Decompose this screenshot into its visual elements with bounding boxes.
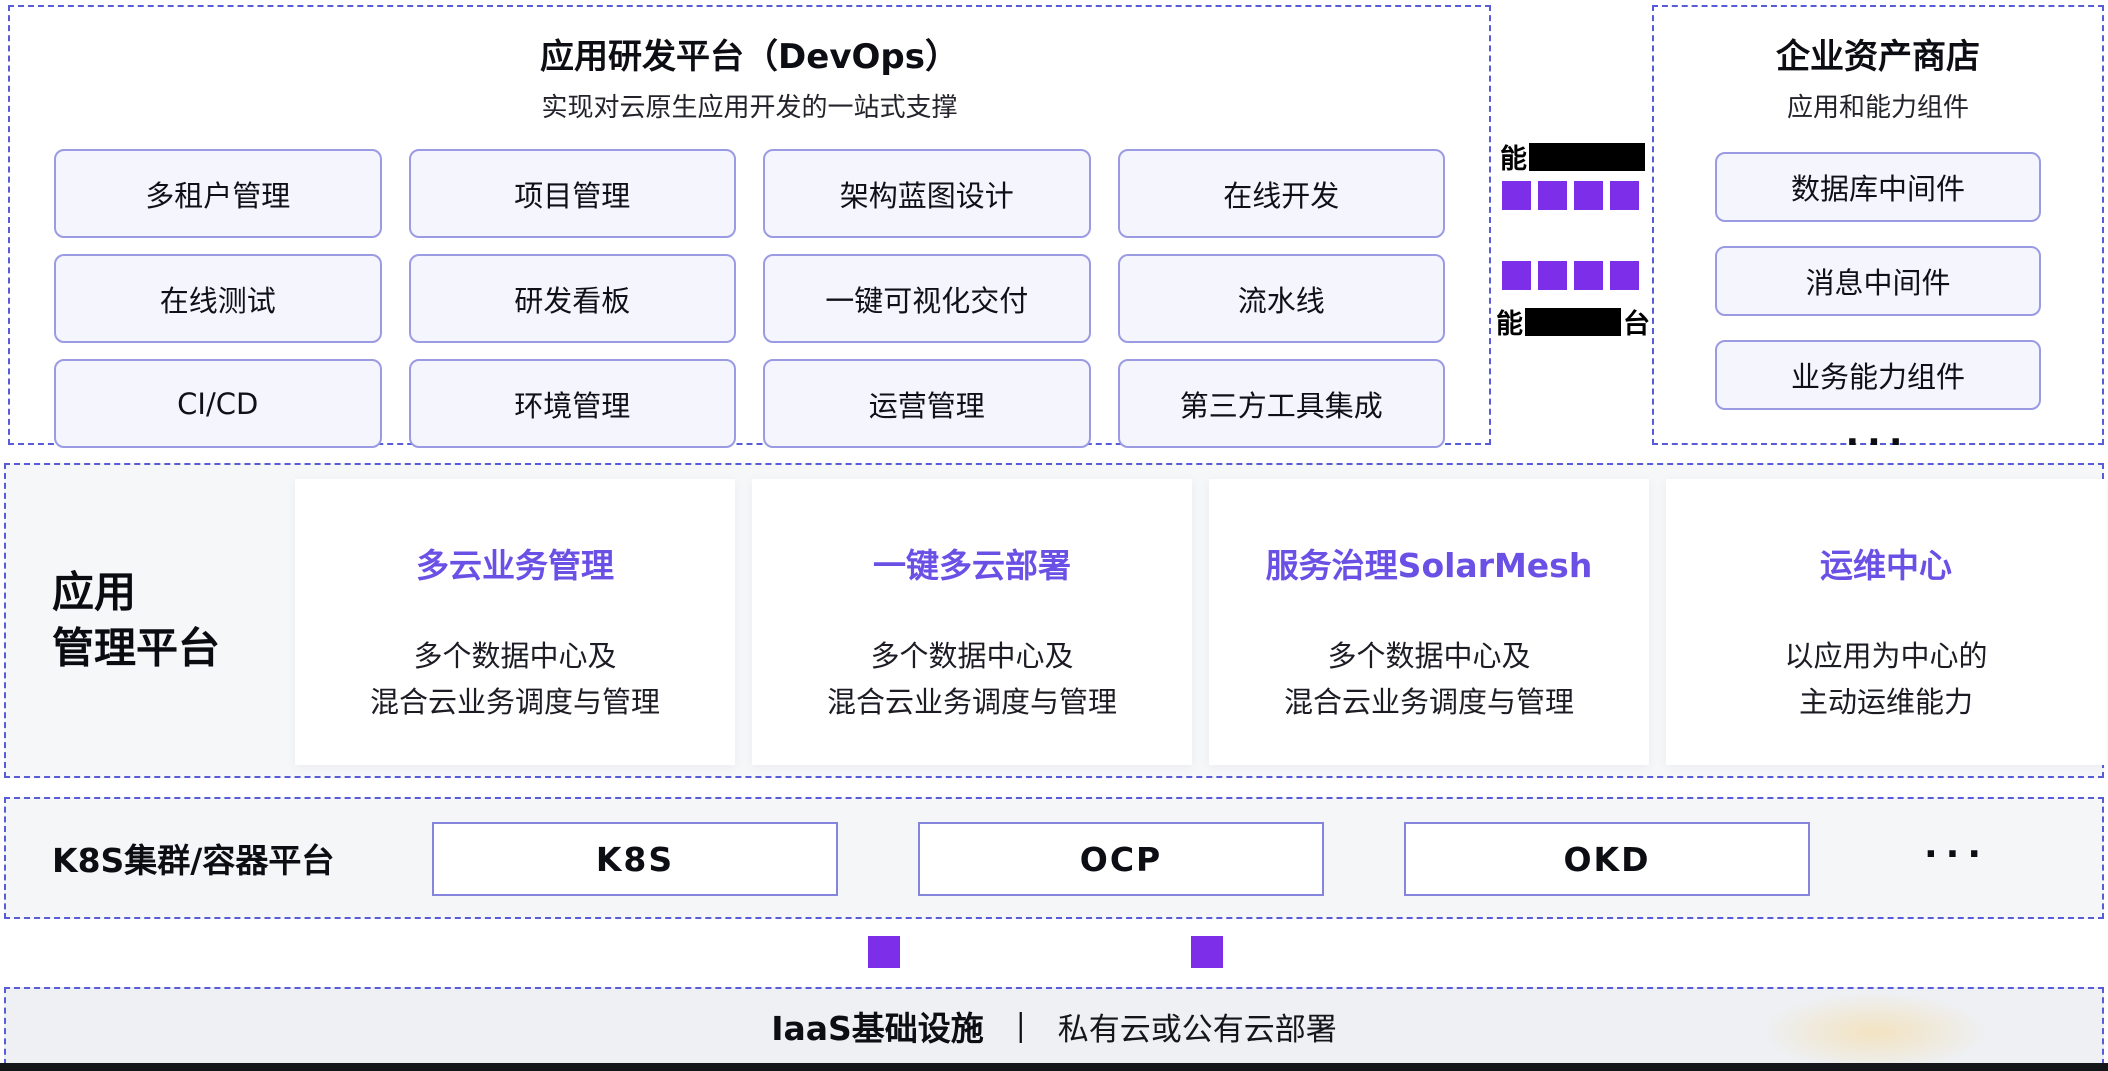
devops-module-grid: 多租户管理 项目管理 架构蓝图设计 在线开发 在线测试 研发看板 一键可视化交付… bbox=[10, 149, 1489, 448]
asset-store-title: 企业资产商店 bbox=[1776, 37, 1980, 77]
asset-store-items: 数据库中间件 消息中间件 业务能力组件 bbox=[1654, 152, 2102, 410]
card-title: 一键多云部署 bbox=[873, 546, 1071, 585]
asset-item: 数据库中间件 bbox=[1715, 152, 2041, 222]
app-management-card: 一键多云部署 多个数据中心及 混合云业务调度与管理 bbox=[752, 479, 1192, 765]
app-management-box: 应用 管理平台 多云业务管理 多个数据中心及 混合云业务调度与管理 一键多云部署… bbox=[4, 463, 2106, 778]
arrow-square-icon bbox=[1574, 181, 1603, 210]
card-description: 多个数据中心及 混合云业务调度与管理 bbox=[1209, 633, 1649, 726]
app-management-card: 服务治理SolarMesh 多个数据中心及 混合云业务调度与管理 bbox=[1209, 479, 1649, 765]
app-management-label-line2: 管理平台 bbox=[52, 623, 221, 673]
card-title: 运维中心 bbox=[1820, 546, 1952, 585]
bottom-edge-bar bbox=[0, 1063, 2108, 1071]
container-platform-box: K8S集群/容器平台 K8S OCP OKD ··· bbox=[4, 797, 2104, 919]
capability-flow-arrow-left bbox=[1502, 261, 1639, 290]
iaas-divider: ｜ bbox=[1005, 1012, 1036, 1047]
devops-module: 流水线 bbox=[1117, 254, 1445, 343]
iaas-title: IaaS基础设施 bbox=[771, 1009, 984, 1048]
container-platform-more-ellipsis: ··· bbox=[1924, 834, 1990, 876]
card-description-line: 混合云业务调度与管理 bbox=[826, 685, 1117, 720]
arrow-square-icon bbox=[1538, 181, 1567, 210]
app-management-card: 多云业务管理 多个数据中心及 混合云业务调度与管理 bbox=[295, 479, 735, 765]
redacted-text-bar bbox=[1525, 307, 1621, 336]
devops-module: 一键可视化交付 bbox=[763, 254, 1091, 343]
capability-flow: 能 能 台 bbox=[1494, 5, 1652, 445]
container-platform-label: K8S集群/容器平台 bbox=[52, 841, 335, 880]
card-description-line: 多个数据中心及 bbox=[1327, 639, 1531, 673]
asset-store-box: 企业资产商店 应用和能力组件 数据库中间件 消息中间件 业务能力组件 ··· bbox=[1652, 5, 2104, 463]
devops-module: 在线开发 bbox=[1117, 149, 1445, 238]
capability-flow-top-label: 能 bbox=[1500, 137, 1647, 176]
devops-module: CI/CD bbox=[54, 359, 382, 448]
card-description-line: 多个数据中心及 bbox=[413, 639, 617, 673]
capability-flow-top-text: 能 bbox=[1500, 144, 1527, 175]
devops-module: 多租户管理 bbox=[54, 149, 382, 238]
card-title: 服务治理SolarMesh bbox=[1265, 546, 1593, 585]
devops-module: 运营管理 bbox=[763, 359, 1091, 448]
devops-platform-box: 应用研发平台（DevOps） 实现对云原生应用开发的一站式支撑 多租户管理 项目… bbox=[8, 5, 1491, 448]
connector-square-icon bbox=[1191, 936, 1223, 968]
connector-square-icon bbox=[868, 936, 900, 968]
devops-platform-subtitle: 实现对云原生应用开发的一站式支撑 bbox=[541, 93, 958, 123]
asset-store-more-ellipsis: ··· bbox=[1845, 422, 1911, 463]
devops-module: 项目管理 bbox=[408, 149, 736, 238]
card-description-line: 主动运维能力 bbox=[1798, 685, 1973, 720]
card-title: 多云业务管理 bbox=[416, 546, 614, 585]
card-description-line: 以应用为中心的 bbox=[1784, 639, 1988, 673]
card-description-line: 混合云业务调度与管理 bbox=[1283, 685, 1574, 720]
iaas-box: IaaS基础设施 ｜ 私有云或公有云部署 bbox=[4, 987, 2104, 1065]
asset-item: 消息中间件 bbox=[1715, 246, 2041, 316]
app-management-label: 应用 管理平台 bbox=[52, 564, 220, 677]
arrow-square-icon bbox=[1610, 261, 1639, 290]
arrow-square-icon bbox=[1502, 181, 1531, 210]
container-platform-item: OKD bbox=[1404, 822, 1810, 896]
capability-flow-bottom-label: 能 台 bbox=[1496, 302, 1650, 341]
app-management-label-line1: 应用 bbox=[52, 566, 137, 616]
container-platform-item: OCP bbox=[918, 822, 1324, 896]
asset-item: 业务能力组件 bbox=[1715, 340, 2041, 410]
app-management-card: 运维中心 以应用为中心的 主动运维能力 bbox=[1666, 479, 2106, 765]
container-platform-item: K8S bbox=[432, 822, 838, 896]
devops-platform-title: 应用研发平台（DevOps） bbox=[540, 37, 959, 77]
devops-module: 架构蓝图设计 bbox=[763, 149, 1091, 238]
capability-flow-arrow-right bbox=[1502, 181, 1639, 210]
card-description-line: 混合云业务调度与管理 bbox=[369, 685, 660, 720]
devops-module: 第三方工具集成 bbox=[1117, 359, 1445, 448]
iaas-subtitle: 私有云或公有云部署 bbox=[1057, 1011, 1337, 1048]
card-description: 以应用为中心的 主动运维能力 bbox=[1666, 633, 2106, 726]
card-description-line: 多个数据中心及 bbox=[870, 639, 1074, 673]
card-description: 多个数据中心及 混合云业务调度与管理 bbox=[295, 633, 735, 726]
devops-module: 环境管理 bbox=[408, 359, 736, 448]
arrow-square-icon bbox=[1502, 261, 1531, 290]
arrow-square-icon bbox=[1574, 261, 1603, 290]
arrow-square-icon bbox=[1538, 261, 1567, 290]
capability-flow-bottom-text-right: 台 bbox=[1623, 309, 1650, 340]
devops-module: 在线测试 bbox=[54, 254, 382, 343]
app-management-cards: 多云业务管理 多个数据中心及 混合云业务调度与管理 一键多云部署 多个数据中心及… bbox=[295, 479, 2106, 765]
card-description: 多个数据中心及 混合云业务调度与管理 bbox=[752, 633, 1192, 726]
devops-module: 研发看板 bbox=[408, 254, 736, 343]
redacted-text-bar bbox=[1529, 142, 1645, 171]
asset-store-subtitle: 应用和能力组件 bbox=[1786, 93, 1969, 123]
arrow-square-icon bbox=[1610, 181, 1639, 210]
capability-flow-bottom-text-left: 能 bbox=[1496, 309, 1523, 340]
